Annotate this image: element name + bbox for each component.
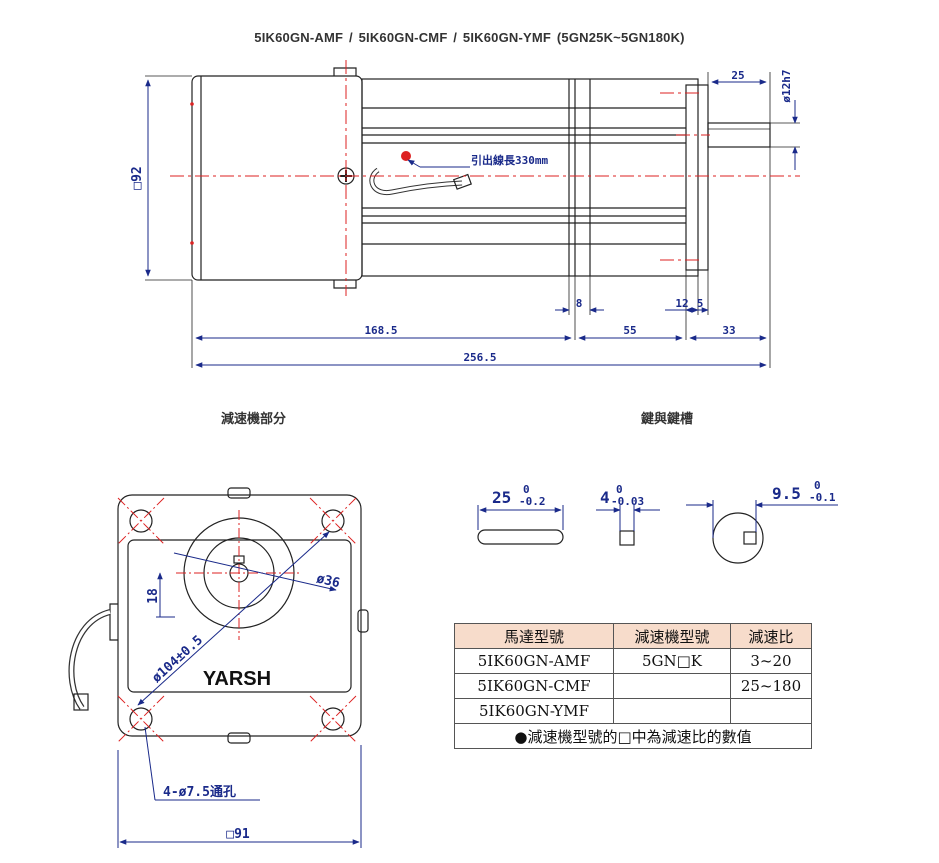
header-ratio: 減速比 bbox=[730, 623, 812, 649]
cell-ratio: 3~20 bbox=[730, 648, 812, 674]
cell-ratio: 25~180 bbox=[730, 673, 812, 699]
dim-12: 12 bbox=[675, 297, 688, 310]
table-row: 5IK60GN-AMF 5GN□K 3~20 bbox=[454, 648, 812, 674]
dim-168-5: 168.5 bbox=[364, 324, 397, 337]
header-gear-model: 減速機型號 bbox=[613, 623, 731, 649]
pcd-label: ø104±0.5 bbox=[149, 633, 206, 686]
dim-33: 33 bbox=[722, 324, 735, 337]
side-view bbox=[145, 67, 800, 368]
cell-gear bbox=[613, 673, 731, 699]
cell-motor: 5IK60GN-AMF bbox=[454, 648, 614, 674]
shaft bbox=[707, 122, 771, 148]
groove-value: 9.5 bbox=[772, 484, 801, 503]
key-side bbox=[477, 529, 564, 545]
header-motor-model: 馬達型號 bbox=[454, 623, 614, 649]
key-section bbox=[619, 530, 635, 546]
shaft-length-label: 25 bbox=[731, 69, 744, 82]
cell-motor: 5IK60GN-YMF bbox=[454, 698, 614, 724]
cell-ratio bbox=[730, 698, 812, 724]
lead-wire-label: 引出線長330mm bbox=[471, 153, 548, 167]
groove-lower: -0.1 bbox=[809, 491, 836, 504]
key-width-value: 4 bbox=[600, 488, 610, 507]
front-plate bbox=[117, 494, 362, 737]
dim-55: 55 bbox=[623, 324, 636, 337]
cell-motor: 5IK60GN-CMF bbox=[454, 673, 614, 699]
key-width-upper: 0 bbox=[616, 483, 623, 496]
lead-wire bbox=[369, 167, 463, 196]
key-width-lower: -0.03 bbox=[611, 495, 644, 508]
groove-upper: 0 bbox=[814, 479, 821, 492]
key-length-upper: 0 bbox=[523, 483, 530, 496]
model-table: 馬達型號 減速機型號 減速比 5IK60GN-AMF 5GN□K 3~20 5I… bbox=[454, 623, 812, 749]
key-length-lower: -0.2 bbox=[519, 495, 546, 508]
section-key-label: 鍵與鍵槽 bbox=[641, 411, 694, 426]
cell-gear bbox=[613, 698, 731, 724]
dia-36-label: ø36 bbox=[315, 571, 341, 591]
width-label: □91 bbox=[226, 827, 250, 842]
dim-256-5: 256.5 bbox=[463, 351, 496, 364]
key-length-value: 25 bbox=[492, 488, 511, 507]
section-gearbox-label: 減速機部分 bbox=[221, 411, 287, 426]
cell-gear: 5GN□K bbox=[613, 648, 731, 674]
front-view bbox=[68, 487, 369, 744]
shaft-diameter-label: ø12h7 bbox=[780, 69, 793, 102]
mount-ear-bottom bbox=[333, 280, 357, 289]
table-note: ●減速機型號的□中為減速比的數值 bbox=[454, 723, 812, 749]
table-row: 5IK60GN-YMF bbox=[454, 698, 812, 724]
motor-body bbox=[361, 78, 699, 277]
drawing-title: 5IK60GN-AMF / 5IK60GN-CMF / 5IK60GN-YMF … bbox=[254, 30, 685, 45]
table-header-row: 馬達型號 減速機型號 減速比 bbox=[454, 623, 812, 649]
dim-8: 8 bbox=[576, 297, 583, 310]
dim-5: 5 bbox=[697, 297, 704, 310]
gearbox-body bbox=[191, 75, 363, 281]
dim-18-label: 18 bbox=[146, 588, 161, 604]
table-row: 5IK60GN-CMF 25~180 bbox=[454, 673, 812, 699]
mount-ear-top bbox=[333, 67, 357, 76]
height-label: □92 bbox=[130, 166, 145, 189]
holes-label: 4-ø7.5通孔 bbox=[163, 784, 236, 800]
table-note-row: ●減速機型號的□中為減速比的數值 bbox=[454, 723, 812, 749]
brand-logo: YARSH bbox=[203, 668, 271, 690]
